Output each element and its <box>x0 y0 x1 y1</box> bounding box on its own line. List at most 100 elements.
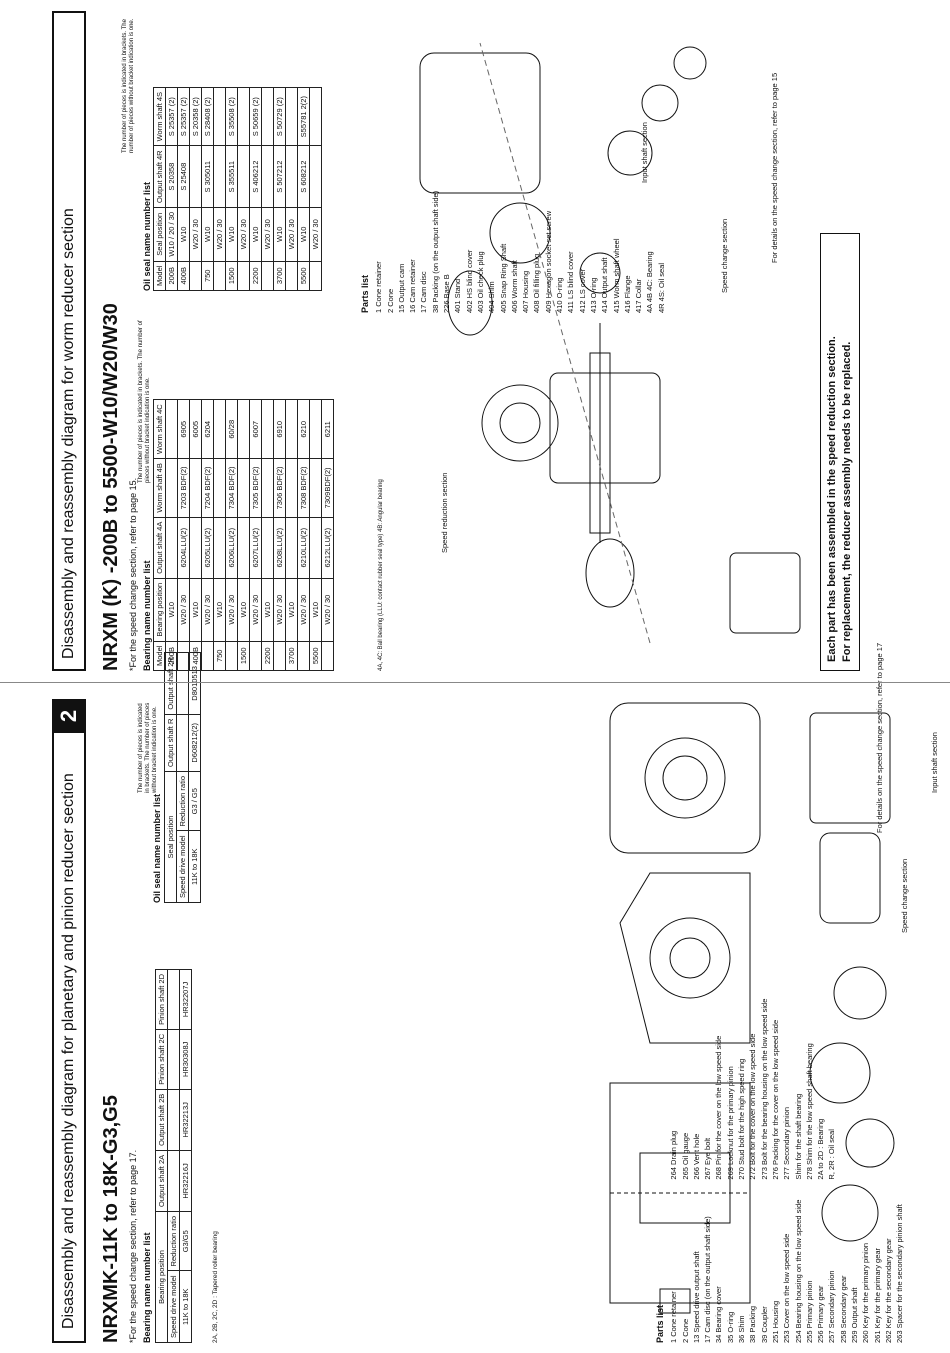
table-cell: S 406212 <box>249 145 262 208</box>
right-oil-title: Oil seal name number list <box>142 181 152 291</box>
table-row: W20 / 30 <box>213 87 226 291</box>
table-cell: W20 / 30 <box>213 207 226 262</box>
housing-front-view <box>609 702 761 854</box>
table-cell: 6910 <box>273 399 286 459</box>
table-cell: W20 / 30 <box>285 207 298 262</box>
table-cell: W20 / 30 <box>261 207 274 262</box>
left-bearing-title: Bearing name number list <box>142 1232 152 1343</box>
table-cell <box>261 399 274 459</box>
right-model-title: NRXM (K) -200B to 5500-W10/W20/W30 <box>100 303 122 671</box>
motor-226 <box>419 52 541 194</box>
table-cell: 6005 <box>189 399 202 459</box>
table-cell: S 507212 <box>273 145 286 208</box>
table-cell: 6212LLU(2) <box>321 517 334 579</box>
right-label-speed-change: Speed change section <box>720 218 729 293</box>
page-number-badge: 2 <box>52 699 86 733</box>
table-cell: 6905 <box>177 399 190 459</box>
ls-cover-412 <box>489 202 551 264</box>
table-cell <box>285 145 298 208</box>
worm-housing-407 <box>549 372 661 484</box>
right-label-speed-reduction: Speed reduction section <box>440 472 449 553</box>
table-cell: 6204 <box>201 399 214 459</box>
table-cell: S 608212 <box>297 145 310 208</box>
table-cell: W10 <box>201 207 214 262</box>
table-cell <box>285 87 298 146</box>
page-number: 2 <box>56 709 81 723</box>
right-bearing-title: Bearing name number list <box>142 560 152 671</box>
table-cell <box>321 641 334 671</box>
left-model-title: NRXMK-11K to 18K-G3,G5 <box>100 1095 122 1343</box>
table-cell: S 50729 (2) <box>273 87 286 146</box>
table-cell: 6211 <box>321 399 334 459</box>
right-title-box: Disassembly and reassembly diagram for w… <box>52 11 86 671</box>
table-cell: W10 <box>189 578 202 642</box>
worm-wheel-415 <box>481 384 559 462</box>
notice-line2: For replacement, the reducer assembly ne… <box>841 341 853 662</box>
right-bearing-footnote: 4A, 4C: Ball bearing (LLU: contact rubbe… <box>378 479 384 671</box>
table-cell: S 35508 (2) <box>225 87 238 146</box>
table-cell: W10 <box>261 578 274 642</box>
table-cell <box>261 517 274 579</box>
table-cell: S 305011 <box>201 145 214 208</box>
right-bearing-note: The number of pieces is indicated in bra… <box>138 320 151 483</box>
table-cell <box>309 399 322 459</box>
table-cell: 5500 <box>309 641 322 671</box>
table-cell: 750 <box>213 641 226 671</box>
table-cell: W20 / 30 <box>237 207 250 262</box>
table-cell: W10 <box>225 207 238 262</box>
right-speed-note: *For the speed change section, refer to … <box>128 477 138 671</box>
table-cell <box>237 517 250 579</box>
motor-body <box>809 712 891 824</box>
stand-401 <box>729 552 801 634</box>
table-cell <box>165 458 178 518</box>
table-cell: W10 / 20 / 30 <box>165 207 178 262</box>
table-cell: S 25408 <box>177 145 190 208</box>
table-cell <box>261 458 274 518</box>
table-cell: W20 / 30 <box>177 578 190 642</box>
table-cell <box>309 87 322 146</box>
left-label-input-shaft: Input shaft section <box>930 732 939 793</box>
table-cell: 7306 BDF(2) <box>273 458 286 518</box>
table-cell: 7305 BDF(2) <box>249 458 262 518</box>
table-cell: 200B <box>165 641 178 671</box>
table-cell <box>189 145 202 208</box>
list-item: 1 Cone retainer <box>374 261 384 313</box>
table-cell: W10 <box>297 207 310 262</box>
list-item: 2 Cone <box>385 288 395 313</box>
table-cell: W20 / 30 <box>321 578 334 642</box>
right-exploded-diagram <box>419 42 801 644</box>
table-cell: 2200 <box>261 641 274 671</box>
table-row: W20 / 30 <box>309 87 322 291</box>
table-cell: 5500 <box>297 261 310 291</box>
right-label-detail-ref: For details on the speed change section,… <box>770 72 779 263</box>
table-cell: W10 <box>249 207 262 262</box>
table-cell: W20 / 30 <box>201 578 214 642</box>
right-oil-note: The number of pieces is indicated in bra… <box>122 18 135 153</box>
table-cell <box>213 261 226 291</box>
table-cell: 2200 <box>249 261 262 291</box>
table-row: W20 / 30 <box>237 87 250 291</box>
left-oil-note: The number of pieces is indicated in bra… <box>138 702 158 793</box>
table-cell <box>249 641 262 671</box>
table-cell: 6210LLU(2) <box>297 517 310 579</box>
table-cell: W20 / 30 <box>273 578 286 642</box>
table-cell: 3700 <box>273 261 286 291</box>
